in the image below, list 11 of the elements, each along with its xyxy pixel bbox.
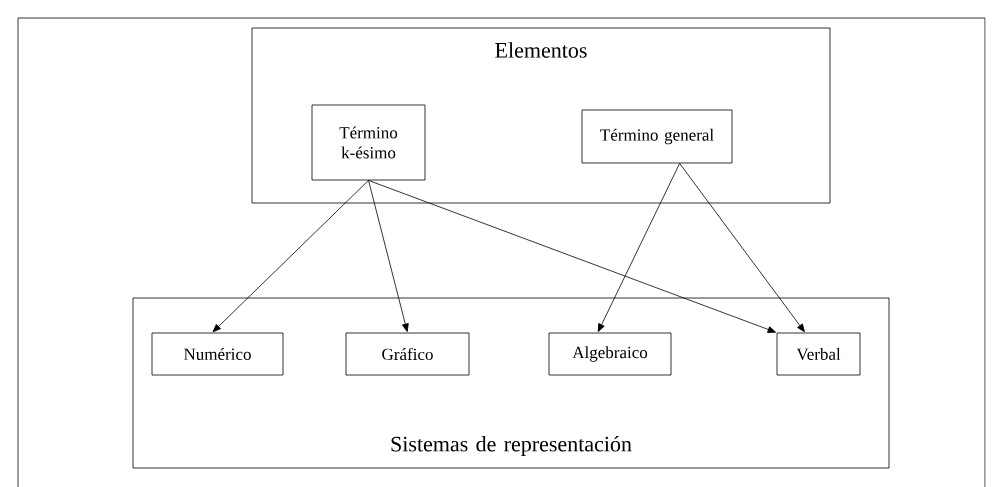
concept-box: Algebraico <box>548 332 672 376</box>
arrow <box>679 163 805 333</box>
arrow <box>368 180 409 332</box>
concept-box: Término general <box>581 109 733 164</box>
concept-box: Numérico <box>151 332 284 376</box>
concept-box: Término k-ésimo <box>311 104 426 181</box>
concept-box: Gráfico <box>345 332 470 376</box>
concept-box: Verbal <box>776 332 861 376</box>
arrow <box>597 163 681 332</box>
arrow <box>212 180 369 333</box>
arrow <box>368 180 776 333</box>
